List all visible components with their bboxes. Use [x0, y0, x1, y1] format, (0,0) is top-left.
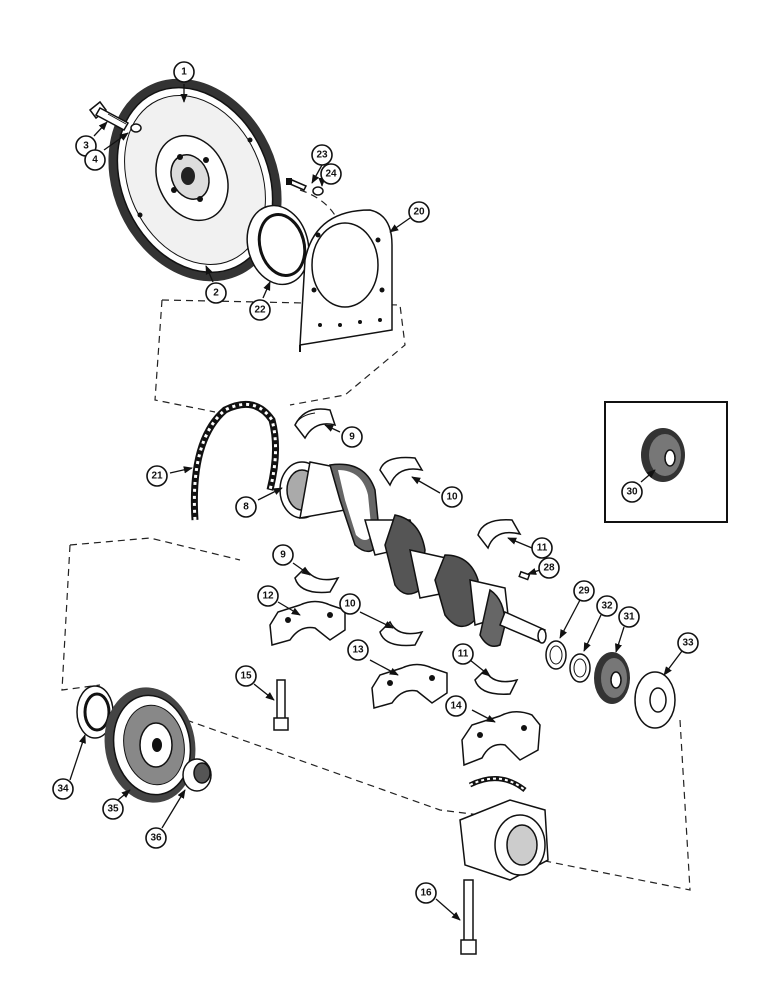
- lower-bearing-shell-front: [294, 566, 340, 594]
- callout-11b-label: 11: [458, 649, 469, 660]
- oil-slinger: [634, 671, 676, 729]
- callout-2: 2: [205, 282, 227, 304]
- gear-spacer: [569, 653, 591, 683]
- callout-8-label: 8: [243, 502, 249, 513]
- callout-36: 36: [145, 827, 167, 849]
- upper-bearing-shell-rear: [477, 519, 522, 550]
- callout-28-label: 28: [543, 563, 555, 574]
- callout-20: 20: [408, 201, 430, 223]
- callout-34: 34: [52, 778, 74, 800]
- callout-10b-label: 10: [344, 599, 356, 610]
- crankshaft-gear: [594, 652, 630, 704]
- callout-23-label: 23: [316, 150, 328, 161]
- flywheel-bolt: [88, 100, 130, 132]
- bearing-cap-bolt: [273, 679, 289, 731]
- callout-31: 31: [618, 606, 640, 628]
- callout-15: 15: [235, 665, 257, 687]
- callout-1-label: 1: [181, 67, 187, 78]
- callout-32-label: 32: [601, 601, 613, 612]
- callout-22-label: 22: [254, 305, 266, 316]
- callout-4-label: 4: [92, 155, 98, 166]
- callout-29: 29: [573, 580, 595, 602]
- flywheel: [108, 78, 282, 282]
- seal-retainer: [299, 209, 393, 352]
- callout-21: 21: [146, 465, 168, 487]
- front-oil-seal: [76, 685, 114, 739]
- callout-24-label: 24: [325, 169, 337, 180]
- callout-30: 30: [621, 481, 643, 503]
- callout-31-label: 31: [623, 612, 635, 623]
- callout-15-label: 15: [240, 671, 252, 682]
- lower-bearing-shell-center: [379, 620, 424, 647]
- callout-9a: 9: [341, 426, 363, 448]
- callout-20-label: 20: [413, 207, 425, 218]
- callout-4: 4: [84, 149, 106, 171]
- lock-washer: [130, 123, 142, 133]
- callout-12-label: 12: [262, 591, 274, 602]
- main-bearing-cap-rear: [461, 711, 541, 767]
- callout-21-label: 21: [151, 471, 163, 482]
- retainer-washer: [312, 186, 324, 196]
- callout-35: 35: [102, 798, 124, 820]
- callout-1: 1: [173, 61, 195, 83]
- callout-11a: 11: [531, 537, 553, 559]
- callout-24: 24: [320, 163, 342, 185]
- callout-9b-label: 9: [280, 550, 286, 561]
- callout-23: 23: [311, 144, 333, 166]
- callout-14-label: 14: [450, 701, 462, 712]
- main-bearing-cap-center: [371, 663, 448, 709]
- oil-pump-body: [459, 776, 549, 881]
- callout-10b: 10: [339, 593, 361, 615]
- callout-35-label: 35: [107, 804, 119, 815]
- callout-33: 33: [677, 632, 699, 654]
- callout-9b: 9: [272, 544, 294, 566]
- callout-36-label: 36: [150, 833, 162, 844]
- rear-oil-seal: [246, 204, 310, 286]
- callout-13: 13: [347, 639, 369, 661]
- callout-10a: 10: [441, 486, 463, 508]
- lower-bearing-shell-rear: [474, 668, 519, 695]
- callout-12: 12: [257, 585, 279, 607]
- callout-34-label: 34: [57, 784, 69, 795]
- thrust-spacer: [545, 640, 567, 670]
- pulley-nut: [182, 758, 212, 792]
- callout-3-label: 3: [83, 141, 89, 152]
- callout-29-label: 29: [578, 586, 590, 597]
- callout-32: 32: [596, 595, 618, 617]
- retainer-screw: [286, 178, 308, 191]
- callout-30-label: 30: [626, 487, 638, 498]
- callout-28: 28: [538, 557, 560, 579]
- rear-gasket: [190, 400, 280, 521]
- callout-13-label: 13: [352, 645, 364, 656]
- crankshaft: [279, 461, 547, 647]
- callout-22: 22: [249, 299, 271, 321]
- oil-pump-bolt: [460, 879, 477, 955]
- callout-11a-label: 11: [537, 543, 548, 554]
- callout-33-label: 33: [682, 638, 694, 649]
- callout-10a-label: 10: [446, 492, 458, 503]
- upper-bearing-shell-center: [379, 456, 424, 487]
- upper-bearing-shell-front: [294, 408, 337, 440]
- crankshaft-pulley: [104, 687, 196, 803]
- crank-key: [518, 570, 531, 581]
- callout-2-label: 2: [213, 288, 219, 299]
- callout-8: 8: [235, 496, 257, 518]
- callout-16: 16: [415, 882, 437, 904]
- callout-11b: 11: [452, 643, 474, 665]
- callout-16-label: 16: [420, 888, 432, 899]
- callout-9a-label: 9: [349, 432, 355, 443]
- callout-14: 14: [445, 695, 467, 717]
- gear-inset: [604, 401, 728, 523]
- main-bearing-cap-front: [269, 600, 346, 646]
